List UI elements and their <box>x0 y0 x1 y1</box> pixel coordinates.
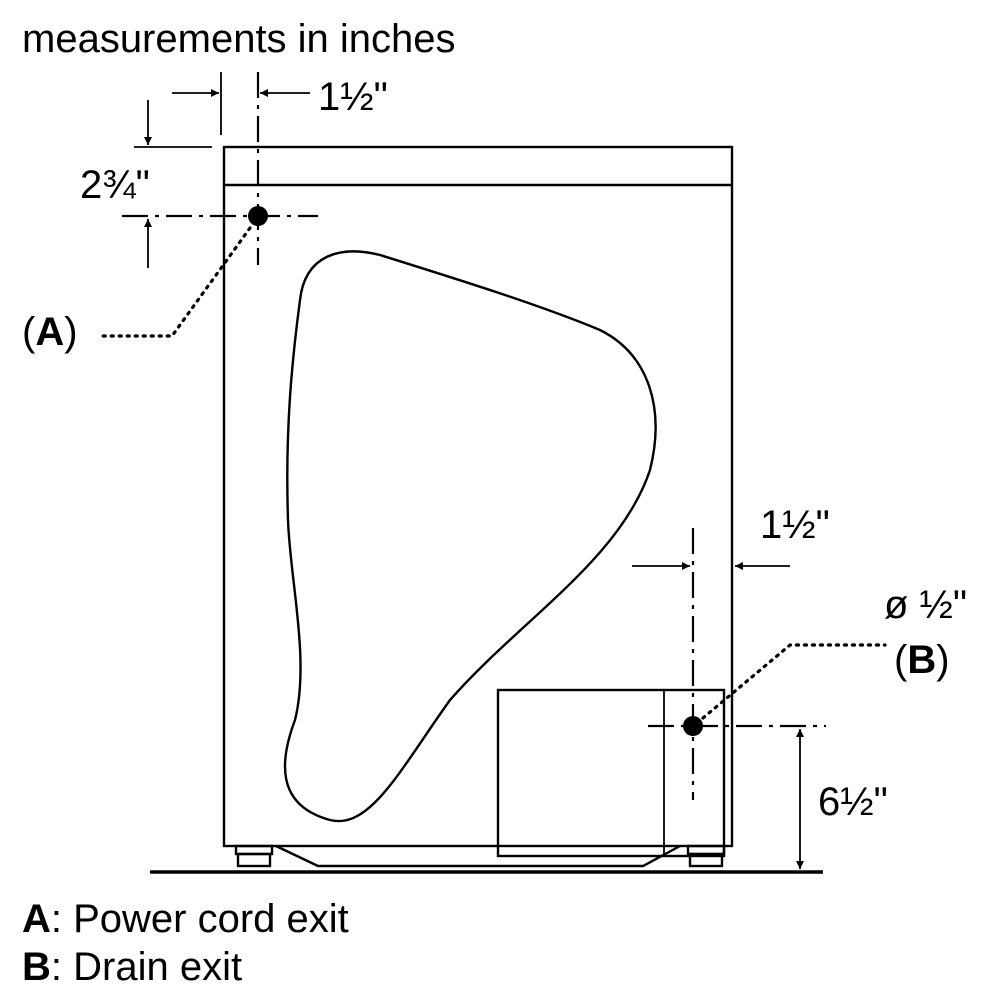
right-foot <box>688 852 724 868</box>
power-cord-exit-point <box>248 206 268 226</box>
dim-label-top-offset-down: 2¾" <box>80 163 150 207</box>
door-outline <box>283 250 657 823</box>
callout-a-leader <box>100 226 252 338</box>
dim-label-top-offset-side: 1½" <box>318 75 388 119</box>
legend-item-a: A: Power cord exit <box>22 897 349 941</box>
dim-label-drain-offset-side: 1½" <box>760 503 830 547</box>
dim-label-drain-diameter: ø ½" <box>884 583 967 627</box>
left-foot <box>236 852 272 868</box>
dim-label-drain-height: 6½" <box>818 780 888 824</box>
legend-item-b: B: Drain exit <box>22 945 242 989</box>
drain-exit-point <box>683 716 703 736</box>
header-text: measurements in inches <box>22 17 456 61</box>
callout-b-label: (B) <box>894 638 950 682</box>
cabinet-outline <box>222 145 734 848</box>
drain-housing <box>496 688 726 858</box>
callout-b-leader <box>701 643 887 720</box>
callout-a-label: (A) <box>22 310 78 354</box>
